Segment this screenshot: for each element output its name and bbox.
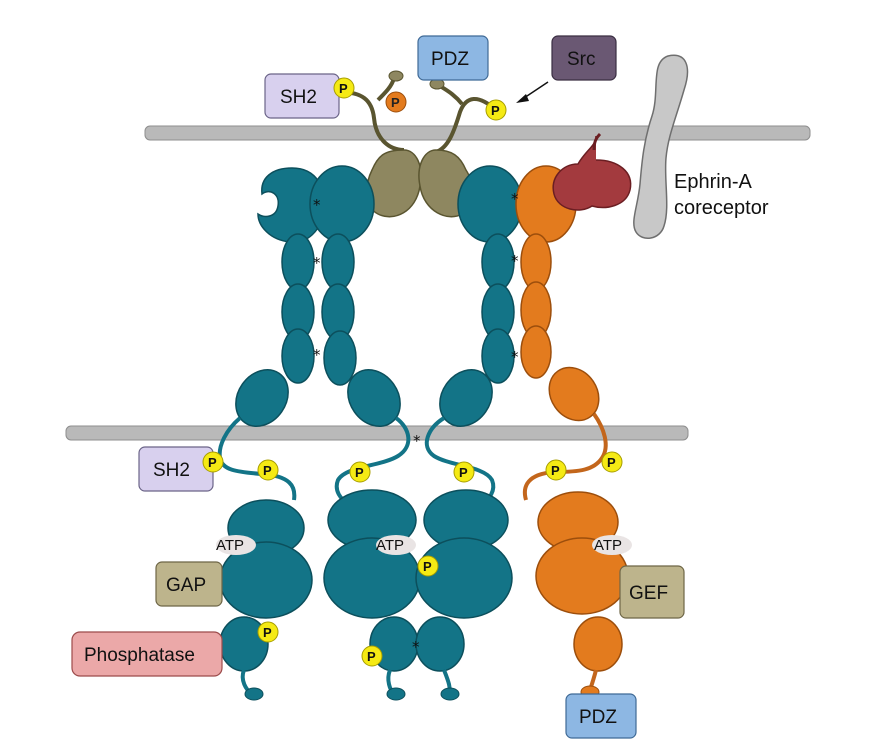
src-arrow-head <box>516 94 529 103</box>
svg-text:P: P <box>367 649 376 664</box>
svg-text:P: P <box>263 463 272 478</box>
phospho-site: P <box>349 461 371 483</box>
ephrin-ligand-right-tail <box>435 97 498 154</box>
tm-linker-1 <box>217 416 297 501</box>
receptor-right-extracellular <box>515 165 600 422</box>
sh2-top-box: SH2 <box>264 73 340 119</box>
ephrin-label-line2: coreceptor <box>674 197 769 219</box>
src-box: Src <box>551 35 617 81</box>
fn-domain-1 <box>481 233 515 291</box>
contact-star: * <box>511 348 519 366</box>
phosphatase-label: Phosphatase <box>84 645 195 666</box>
gap-label: GAP <box>166 575 206 596</box>
phospho-site: P <box>601 451 623 473</box>
fn-domain-1 <box>281 233 315 291</box>
svg-text:P: P <box>391 95 400 110</box>
sh2-top-label: SH2 <box>280 87 317 108</box>
phospho-site: P <box>545 459 567 481</box>
svg-text:P: P <box>491 103 500 118</box>
atp-pocket <box>376 535 416 555</box>
contact-star: * <box>313 346 321 364</box>
sam-domain <box>415 616 465 672</box>
ephrin-ligand-right-tail-branch <box>438 84 464 106</box>
fn3-domain <box>347 369 401 427</box>
phospho-site: P <box>361 645 383 667</box>
svg-text:P: P <box>208 455 217 470</box>
lower-membrane <box>65 425 689 441</box>
pdz-bottom-box: PDZ <box>565 693 637 739</box>
phospho-site: P <box>202 451 224 473</box>
contact-star: * <box>511 252 519 270</box>
atp-label: ATP <box>216 537 244 554</box>
sh2-bottom-label: SH2 <box>153 460 190 481</box>
phospho-sites: P P P P P P P P <box>202 77 623 667</box>
contact-star: * <box>511 190 519 208</box>
gap-box: GAP <box>155 561 223 607</box>
phosphatase-box: Phosphatase <box>71 631 223 677</box>
receptor-right-center-extracellular <box>439 165 523 427</box>
svg-text:P: P <box>607 455 616 470</box>
atp-sites: ATP ATP ATP <box>216 535 632 555</box>
contact-star: * <box>413 432 421 450</box>
sh2-bottom-box: SH2 <box>138 446 214 492</box>
svg-text:P: P <box>263 625 272 640</box>
svg-text:P: P <box>339 81 348 96</box>
kinase-center-left-tail-tip <box>386 687 406 701</box>
fn3-domain <box>548 366 600 422</box>
fn-domain-1 <box>321 233 355 291</box>
svg-text:P: P <box>423 559 432 574</box>
kinase-right-orange <box>535 491 629 672</box>
ephrin-label-line1: Ephrin-A <box>674 171 752 193</box>
upper-membrane <box>144 125 811 141</box>
atp-label: ATP <box>376 537 404 554</box>
tm-linker-4 <box>522 412 608 501</box>
fn-domain-3 <box>281 328 315 384</box>
fn-domain-3 <box>323 330 357 386</box>
receptor-left-extracellular <box>235 167 326 427</box>
src-arrow-line <box>523 81 549 99</box>
maroon-ephrin-ligand <box>552 135 632 211</box>
fn3-domain <box>439 369 493 427</box>
kinase-left <box>219 499 313 672</box>
c-lobe <box>415 537 513 619</box>
atp-pocket <box>216 535 256 555</box>
kinase-center-right-tail-tip <box>440 687 460 701</box>
ephrin-ligand-left-body <box>366 149 422 218</box>
src-label: Src <box>567 49 596 70</box>
phospho-site: P <box>257 621 279 643</box>
gef-label: GEF <box>629 583 668 604</box>
ephrin-a-coreceptor <box>633 54 689 239</box>
kinase-center-left <box>323 489 421 672</box>
ephrin-ligand-left-tail <box>339 90 405 152</box>
contact-star: * <box>313 254 321 272</box>
fn3-domain <box>235 369 289 427</box>
kinase-center-right <box>415 489 513 672</box>
gef-box: GEF <box>619 565 685 619</box>
maroon-ephrin-stalk <box>592 132 602 151</box>
phospho-site: P <box>333 77 355 99</box>
ephrin-ligand-left-tail-tip <box>388 70 404 82</box>
phospho-site: P <box>257 459 279 481</box>
contact-star: * <box>313 196 321 214</box>
fn-domain-3 <box>520 325 552 379</box>
sam-domain <box>573 616 623 672</box>
receptor-left-center-extracellular <box>309 165 401 427</box>
contact-star: * <box>412 638 420 656</box>
svg-text:P: P <box>459 465 468 480</box>
pdz-top-box: PDZ <box>417 35 489 81</box>
phospho-site: P <box>453 461 475 483</box>
phospho-site-orange: P <box>385 91 407 113</box>
atp-label: ATP <box>594 537 622 554</box>
svg-text:P: P <box>355 465 364 480</box>
kinase-left-tail-tip <box>244 687 264 701</box>
phospho-site: P <box>417 555 439 577</box>
pdz-bottom-label: PDZ <box>579 707 617 728</box>
fn-domain-3 <box>481 328 515 384</box>
phospho-site: P <box>485 99 507 121</box>
svg-text:P: P <box>551 463 560 478</box>
atp-pocket <box>592 535 632 555</box>
pdz-top-label: PDZ <box>431 49 469 70</box>
